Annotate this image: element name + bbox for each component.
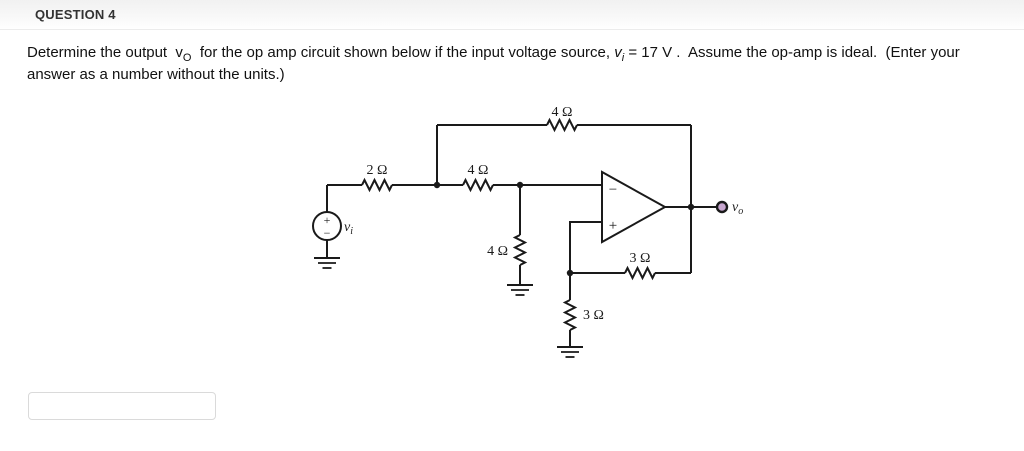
opamp-circuit-diagram: + − vi 2 Ω 4 Ω 4 Ω [312, 105, 743, 358]
plus-input-branch [569, 221, 602, 273]
resistor-3ohm-shunt: 3 Ω [557, 273, 604, 358]
vo-symbol: vO [175, 44, 192, 64]
output-label: vo [732, 200, 743, 217]
resistor-3ohm-shunt-label: 3 Ω [583, 308, 604, 323]
resistor-4ohm-series: 4 Ω [462, 163, 494, 193]
source-plus-sign: + [324, 213, 331, 227]
resistor-4ohm-series-label: 4 Ω [468, 163, 489, 178]
ground-icon [557, 346, 583, 358]
ground-icon [507, 284, 533, 296]
feedback-branch-top: 4 Ω [436, 105, 692, 273]
source-minus-sign: − [324, 226, 331, 240]
question-text: Determine the output vO for the op amp c… [27, 42, 1002, 86]
question-part3: = 17 V . Assume the op-amp is ideal. (En… [27, 44, 964, 83]
question-part1: Determine the output [27, 44, 176, 61]
vi-symbol: vi [614, 44, 625, 64]
opamp-minus-input: − [609, 182, 617, 198]
source-label: vi [344, 220, 353, 237]
ground-icon [314, 257, 340, 269]
question-part2: for the op amp circuit shown below if th… [191, 44, 615, 61]
opamp-triangle: − + [601, 170, 668, 244]
output-terminal [715, 200, 729, 214]
resistor-4ohm-shunt-label: 4 Ω [487, 244, 508, 259]
question-header-title: QUESTION 4 [35, 7, 116, 22]
junction-dots [433, 181, 695, 277]
resistor-2ohm-series: 2 Ω [361, 163, 393, 193]
output-branch: vo [665, 200, 743, 217]
question-header: QUESTION 4 [0, 0, 1024, 30]
resistor-3ohm-feedback: 3 Ω [570, 251, 691, 281]
resistor-3ohm-feedback-label: 3 Ω [630, 251, 651, 266]
opamp-plus-input: + [609, 218, 617, 234]
resistor-2ohm-label: 2 Ω [367, 163, 388, 178]
answer-input[interactable] [28, 392, 216, 420]
resistor-4ohm-shunt: 4 Ω [487, 185, 533, 296]
resistor-4ohm-top-label: 4 Ω [552, 105, 573, 120]
voltage-source: + − vi [312, 185, 353, 269]
